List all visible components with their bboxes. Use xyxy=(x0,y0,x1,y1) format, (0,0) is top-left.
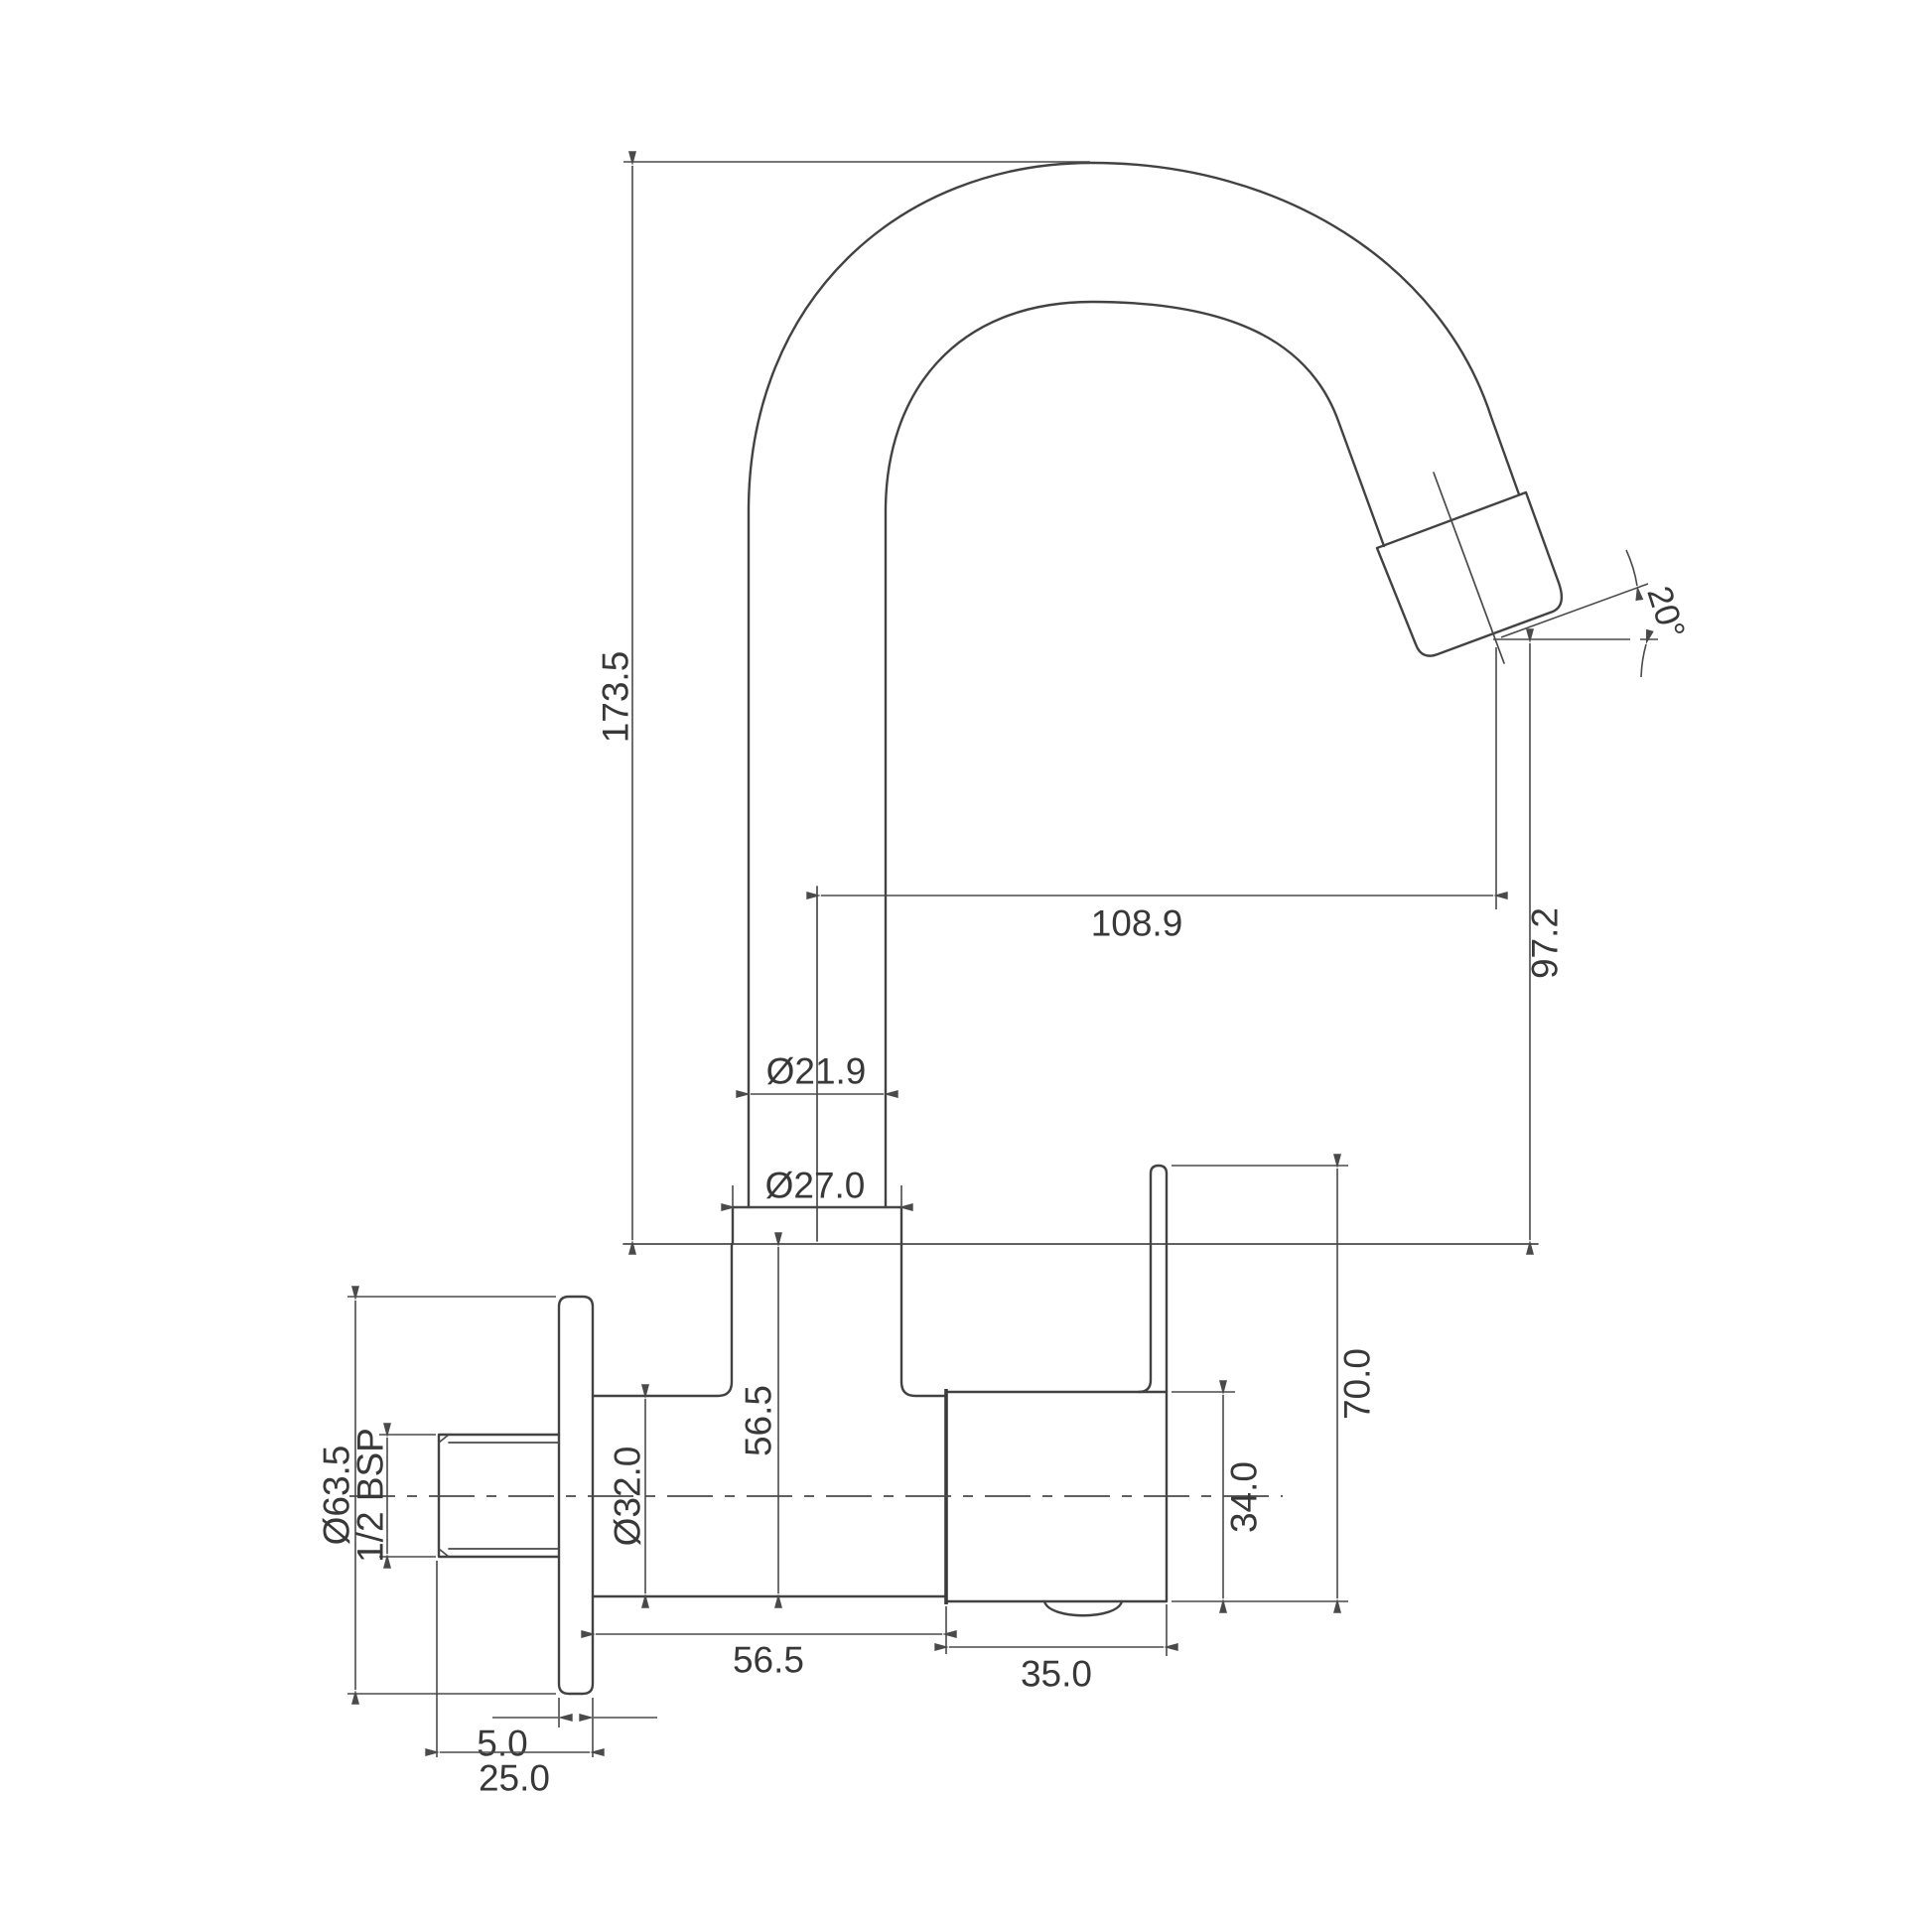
dim-label-spout-reach: 108.9 xyxy=(1091,903,1183,944)
valve-backplate xyxy=(1137,1164,1169,1394)
dim-label-collar-dia: Ø27.0 xyxy=(765,1166,866,1206)
dim-label-thread: 1/2 BSP xyxy=(350,1428,391,1563)
ext-lines-flange-dia xyxy=(347,1296,556,1695)
nozzle-centerline xyxy=(1433,472,1505,664)
dim-label-outlet-height: 97.2 xyxy=(1525,907,1566,979)
dim-label-flange-thickness: 5.0 xyxy=(477,1724,527,1764)
dim-label-valve-height: 34.0 xyxy=(1224,1461,1265,1533)
spout-outer-edge xyxy=(747,161,1521,1209)
dim-label-body-dia: Ø32.0 xyxy=(608,1447,648,1547)
dim-label-body-height: 56.5 xyxy=(739,1385,779,1456)
dim-label-valve-width: 35.0 xyxy=(1021,1654,1092,1695)
spout-nozzle xyxy=(1375,490,1564,657)
dim-label-spout-tube-dia: Ø21.9 xyxy=(766,1051,867,1092)
angle-ref-line xyxy=(1500,583,1649,638)
body-right-shoulder xyxy=(899,1242,948,1398)
ext-lines-flange-thickness xyxy=(558,1698,594,1757)
dim-label-outlet-angle: 20° xyxy=(1639,582,1692,643)
angle-arrow-upper xyxy=(1625,549,1644,602)
valve-underside-dome xyxy=(1042,1599,1124,1617)
dim-label-backplate-height: 70.0 xyxy=(1337,1348,1378,1420)
dim-label-flange-dia: Ø63.5 xyxy=(317,1446,357,1546)
dim-label-body-length: 56.5 xyxy=(733,1640,804,1681)
thread-root-lines xyxy=(438,1434,560,1558)
angle-arrow-lower xyxy=(1640,628,1654,678)
dim-label-wall-projection: 25.0 xyxy=(479,1758,550,1799)
dim-label-total-height: 173.5 xyxy=(596,651,636,744)
body-left-shoulder xyxy=(591,1242,734,1398)
wall-flange xyxy=(557,1295,595,1696)
faucet-outline xyxy=(349,161,1564,1696)
spout-inner-edge xyxy=(884,300,1386,1209)
dimensions: 173.5 Ø21.9 Ø27.0 108.9 97.2 20° Ø63.5 1… xyxy=(317,151,1693,1799)
valve-body xyxy=(944,1390,1169,1603)
